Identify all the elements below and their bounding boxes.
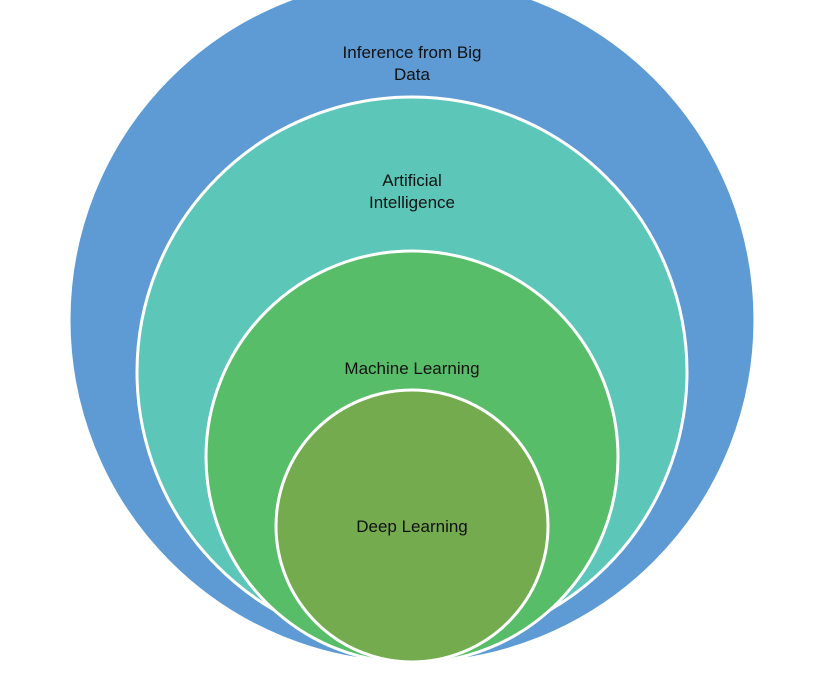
ring-label-line: Intelligence [369, 193, 455, 212]
ring-label-line: Data [394, 65, 430, 84]
ring-label-line: Deep Learning [356, 517, 468, 536]
ring-label-line: Artificial [382, 171, 442, 190]
ring-label-deep-learning: Deep Learning [356, 517, 468, 536]
ring-deep-learning [274, 388, 550, 664]
ring-label-line: Inference from Big [343, 43, 482, 62]
ring-label-line: Machine Learning [344, 359, 479, 378]
ring-label-machine-learning: Machine Learning [344, 359, 479, 378]
